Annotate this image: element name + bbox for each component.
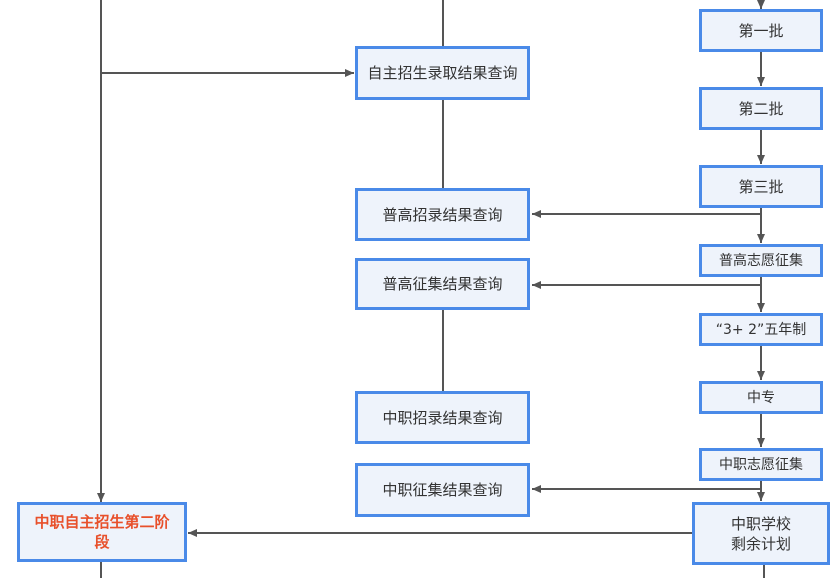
node-label: 中职志愿征集 bbox=[719, 456, 803, 473]
node-label-line2: 段 bbox=[94, 533, 110, 551]
node-batch-3[interactable]: 第三批 bbox=[699, 165, 823, 208]
node-pugao-collection-query[interactable]: 普高征集结果查询 bbox=[355, 258, 530, 310]
node-zhongzhi-volunteer-collection[interactable]: 中职志愿征集 bbox=[699, 448, 823, 481]
node-label: 第二批 bbox=[738, 99, 784, 118]
node-label: 中专 bbox=[747, 389, 775, 406]
node-label: “3+ 2”五年制 bbox=[715, 321, 807, 338]
node-label: 普高征集结果查询 bbox=[382, 275, 503, 293]
node-batch-2[interactable]: 第二批 bbox=[699, 87, 823, 130]
node-zhongzhi-zizhu-stage2[interactable]: 中职自主招生第二阶 段 bbox=[17, 502, 187, 562]
node-zhongzhi-remaining-plan[interactable]: 中职学校 剩余计划 bbox=[692, 502, 830, 565]
node-zhongzhi-collection-query[interactable]: 中职征集结果查询 bbox=[355, 463, 530, 517]
node-label: 中职征集结果查询 bbox=[382, 481, 503, 499]
node-label: 普高招录结果查询 bbox=[382, 205, 503, 224]
node-label: 中职招录结果查询 bbox=[382, 408, 503, 427]
node-label: 第一批 bbox=[738, 21, 784, 40]
node-zhongzhuan[interactable]: 中专 bbox=[699, 381, 823, 414]
node-label-line1: 中职学校 bbox=[730, 514, 791, 533]
node-label: 自主招生录取结果查询 bbox=[367, 64, 518, 82]
node-label: 普高志愿征集 bbox=[719, 252, 803, 269]
node-zhongzhi-admission-query[interactable]: 中职招录结果查询 bbox=[355, 391, 530, 444]
node-pugao-admission-query[interactable]: 普高招录结果查询 bbox=[355, 188, 530, 241]
node-label: 第三批 bbox=[738, 177, 784, 196]
node-label-line1: 中职自主招生第二阶 bbox=[34, 513, 170, 531]
node-3plus2-five-year[interactable]: “3+ 2”五年制 bbox=[699, 313, 823, 346]
node-zizhu-admission-query[interactable]: 自主招生录取结果查询 bbox=[355, 46, 530, 100]
node-label-line2: 剩余计划 bbox=[730, 534, 791, 553]
node-batch-1[interactable]: 第一批 bbox=[699, 9, 823, 52]
node-pugao-volunteer-collection[interactable]: 普高志愿征集 bbox=[699, 244, 823, 277]
